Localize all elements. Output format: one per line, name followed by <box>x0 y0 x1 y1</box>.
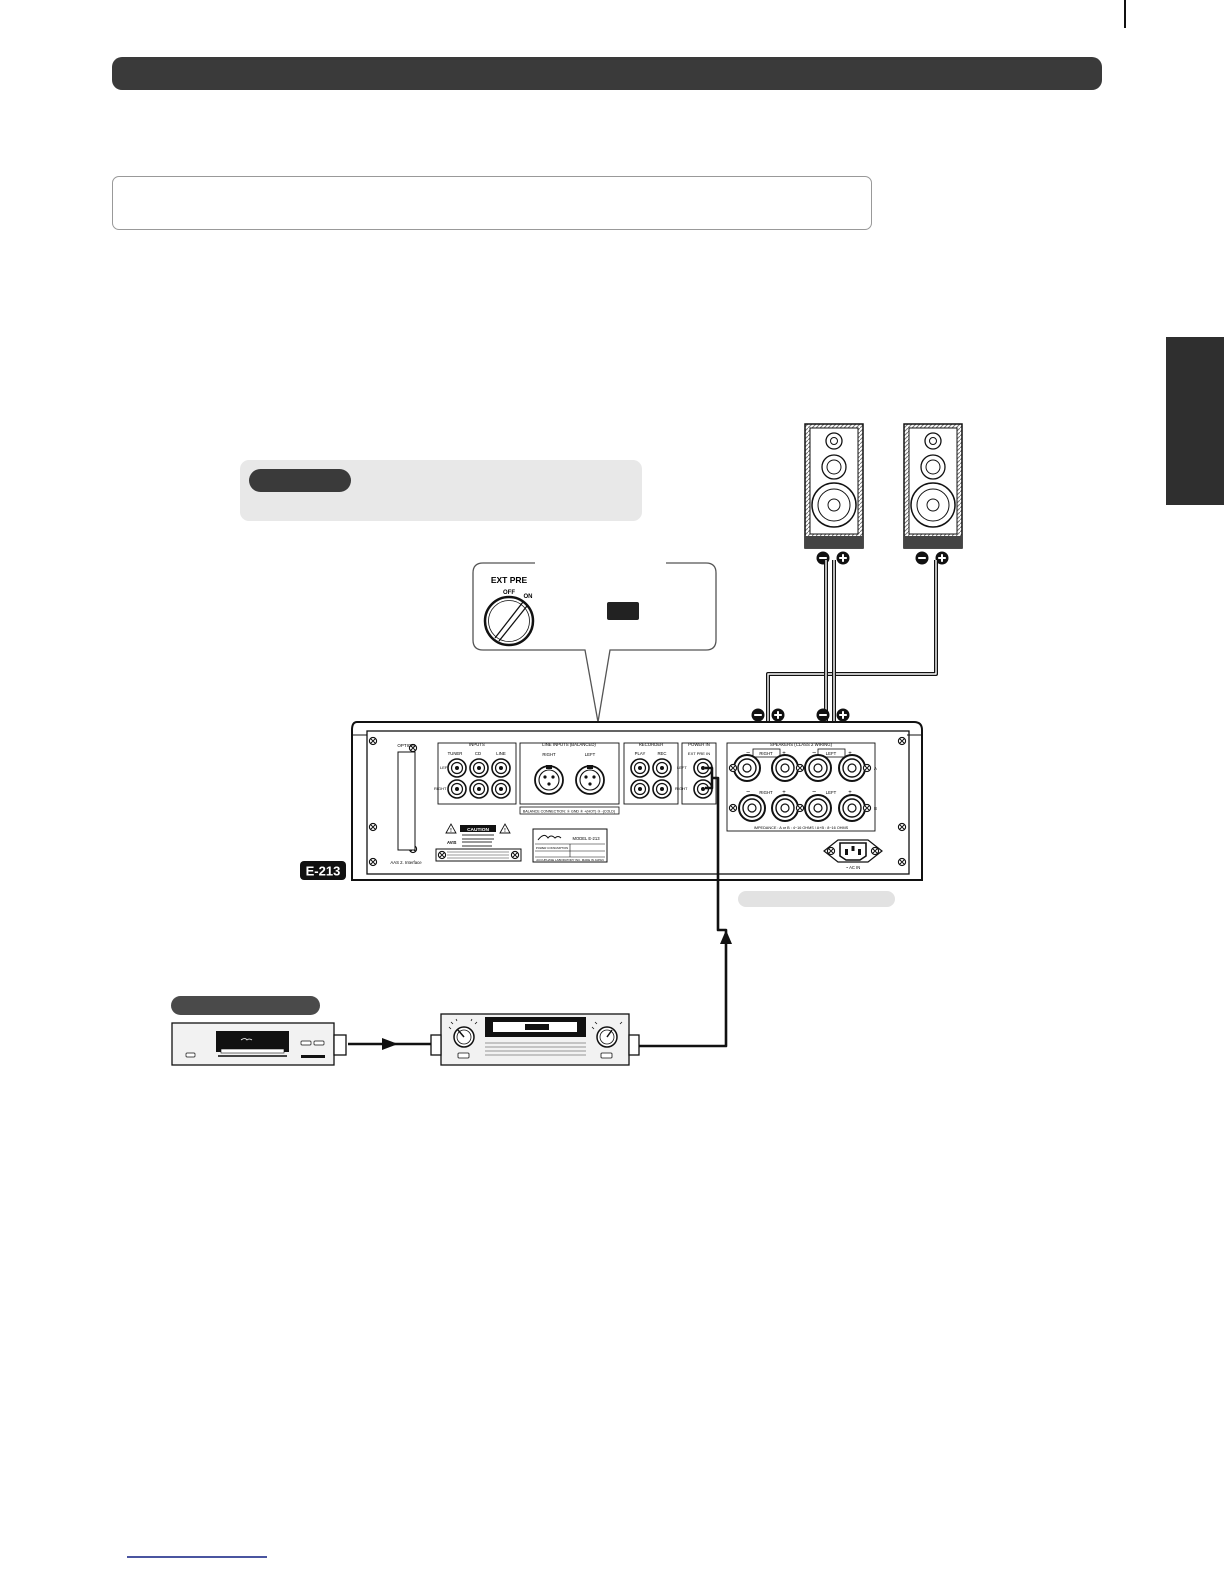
ext-pre-knob[interactable] <box>483 595 535 647</box>
speaker-right <box>804 423 864 565</box>
title-box <box>112 176 872 230</box>
spk-left-label-a: LEFT <box>826 751 837 756</box>
svg-text:+: + <box>782 790 786 796</box>
power-in-group-label: POWER IN <box>688 742 710 747</box>
option-sub-label: AAS 2. Interface <box>390 860 422 865</box>
inputs-col-tuner: TUNER <box>448 751 463 756</box>
svg-text:−: − <box>746 750 750 757</box>
svg-text:E-213: E-213 <box>306 864 341 879</box>
panel-caption-pill <box>738 891 895 907</box>
ext-pre-switch-inset: EXT PRE OFF ON <box>472 562 717 723</box>
ext-pre-label: EXT PRE <box>491 575 528 585</box>
inputs-right-label: RIGHT <box>434 786 447 791</box>
side-tab <box>1166 337 1224 505</box>
footer-link[interactable] <box>127 1556 267 1558</box>
on-label: ON <box>524 594 533 600</box>
avis-label: AVIS <box>447 840 457 845</box>
off-label: OFF <box>503 590 515 596</box>
ac-inlet: ~ AC IN <box>823 839 883 870</box>
speaker-cables <box>766 560 938 740</box>
ext-pre-in-label: EXT PRE IN <box>688 751 710 756</box>
inputs-col-line: LINE <box>496 751 506 756</box>
source-caption-pill <box>171 996 320 1015</box>
model-plate-label: MODEL E-213 <box>572 836 600 841</box>
impedance-note: IMPEDANCE : A or B : 4~16 OHMS / A+B : 8… <box>754 826 849 830</box>
row-b-right: B <box>874 806 877 811</box>
indicator-box <box>607 602 639 620</box>
inputs-left-label: LEFT <box>440 765 450 770</box>
recorder-col-play: PLAY <box>635 751 646 756</box>
inputs-col-cd: CD <box>475 751 481 756</box>
model-badge: E-213 <box>300 861 346 880</box>
spk-right-label-b: RIGHT <box>759 790 773 795</box>
recorder-group-label: RECORDER <box>639 742 664 747</box>
spk-right-label-a: RIGHT <box>759 751 773 756</box>
svg-text:!: ! <box>450 828 452 834</box>
balanced-note: BALANCE CONNECTION: ① GND ② +(HOT) ③ -(C… <box>523 810 615 814</box>
amplifier-rear-panel: OPTION AAS 2. Interface INPUTS TUNER CD … <box>351 721 923 881</box>
speakers-group-label: SPEAKERS (CLASS 2 WIRING) <box>770 742 833 747</box>
svg-text:+: + <box>848 751 852 757</box>
xlr-left-connector <box>575 765 605 795</box>
balanced-group-label: LINE INPUTS (BALANCED) <box>542 742 596 747</box>
header-bar <box>112 57 1102 90</box>
row-a-right: A <box>874 766 877 771</box>
note-label-pill <box>249 469 351 492</box>
source-arrow <box>382 1038 398 1050</box>
svg-text:−: − <box>812 750 816 757</box>
power-in-left-label: LEFT <box>677 765 687 770</box>
top-rule <box>1124 0 1126 28</box>
ac-in-label: ~ AC IN <box>846 865 861 870</box>
inputs-group-label: INPUTS <box>469 742 485 747</box>
external-preamp <box>430 1013 640 1066</box>
recorder-col-rec: REC <box>657 751 666 756</box>
power-consumption-label: POWER CONSUMPTION <box>536 846 568 850</box>
xlr-right-connector <box>534 765 564 795</box>
svg-text:−: − <box>812 789 816 796</box>
signal-cable <box>638 766 728 1048</box>
balanced-left-label: LEFT <box>585 752 596 757</box>
signal-arrow-up <box>720 930 732 944</box>
svg-text:+: + <box>848 790 852 796</box>
svg-text:+: + <box>782 751 786 757</box>
speaker-left <box>903 423 963 565</box>
power-in-right-label: RIGHT <box>675 786 688 791</box>
svg-text:−: − <box>746 789 750 796</box>
svg-text:!: ! <box>504 828 506 834</box>
caution-label: CAUTION <box>467 827 489 833</box>
balanced-right-label: RIGHT <box>542 752 556 757</box>
maker-footer-label: ACCUPHASE LABORATORY INC. MADE IN JAPAN <box>536 858 604 862</box>
option-label: OPTION <box>397 743 414 748</box>
spk-left-label-b: LEFT <box>826 790 837 795</box>
cd-player <box>171 1022 347 1066</box>
